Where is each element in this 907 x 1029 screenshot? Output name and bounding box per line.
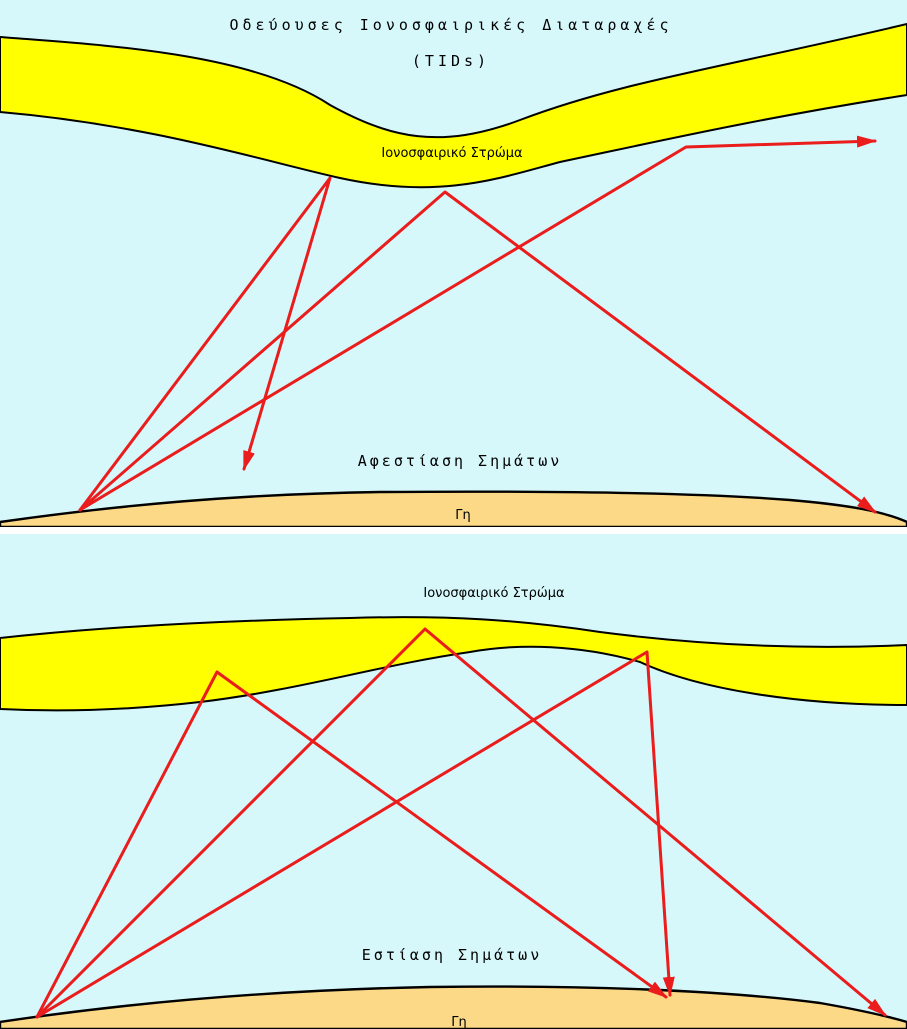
panel-separator — [0, 527, 907, 534]
top-ray-steep-defocus — [78, 176, 332, 512]
top-ray-escaping — [78, 135, 877, 512]
top-title-line2: (TIDs) — [412, 52, 490, 70]
bottom-earth — [0, 985, 907, 1029]
top-panel: Οδεύουσες Ιονοσφαιρικές Διαταραχές (TIDs… — [0, 0, 907, 529]
bottom-effect-label: Εστίαση Σημάτων — [362, 946, 542, 964]
top-earth-label: Γη — [455, 508, 470, 523]
bottom-ray-left-focus — [35, 670, 668, 1019]
top-ray-centre-defocus — [78, 190, 877, 514]
bottom-ionospheric-layer — [0, 616, 907, 712]
bottom-layer-label: Ιονοσφαιρικό Στρώμα — [423, 586, 564, 601]
bottom-sky-background — [0, 534, 907, 1029]
top-effect-label: Αφεστίαση Σημάτων — [358, 452, 563, 470]
bottom-earth-label: Γη — [451, 1015, 466, 1029]
top-earth — [0, 490, 907, 529]
top-title-line1: Οδεύουσες Ιονοσφαιρικές Διαταραχές — [229, 16, 672, 34]
bottom-ray-centre-focus — [35, 627, 887, 1019]
bottom-ray-right-focus — [35, 650, 675, 1019]
top-layer-label: Ιονοσφαιρικό Στρώμα — [381, 146, 522, 161]
top-ionospheric-layer — [0, 22, 907, 189]
top-ray-group — [78, 135, 877, 514]
bottom-panel: Ιονοσφαιρικό Στρώμα Εστίαση Σημάτων Γη — [0, 534, 907, 1029]
bottom-ray-group — [35, 627, 887, 1019]
